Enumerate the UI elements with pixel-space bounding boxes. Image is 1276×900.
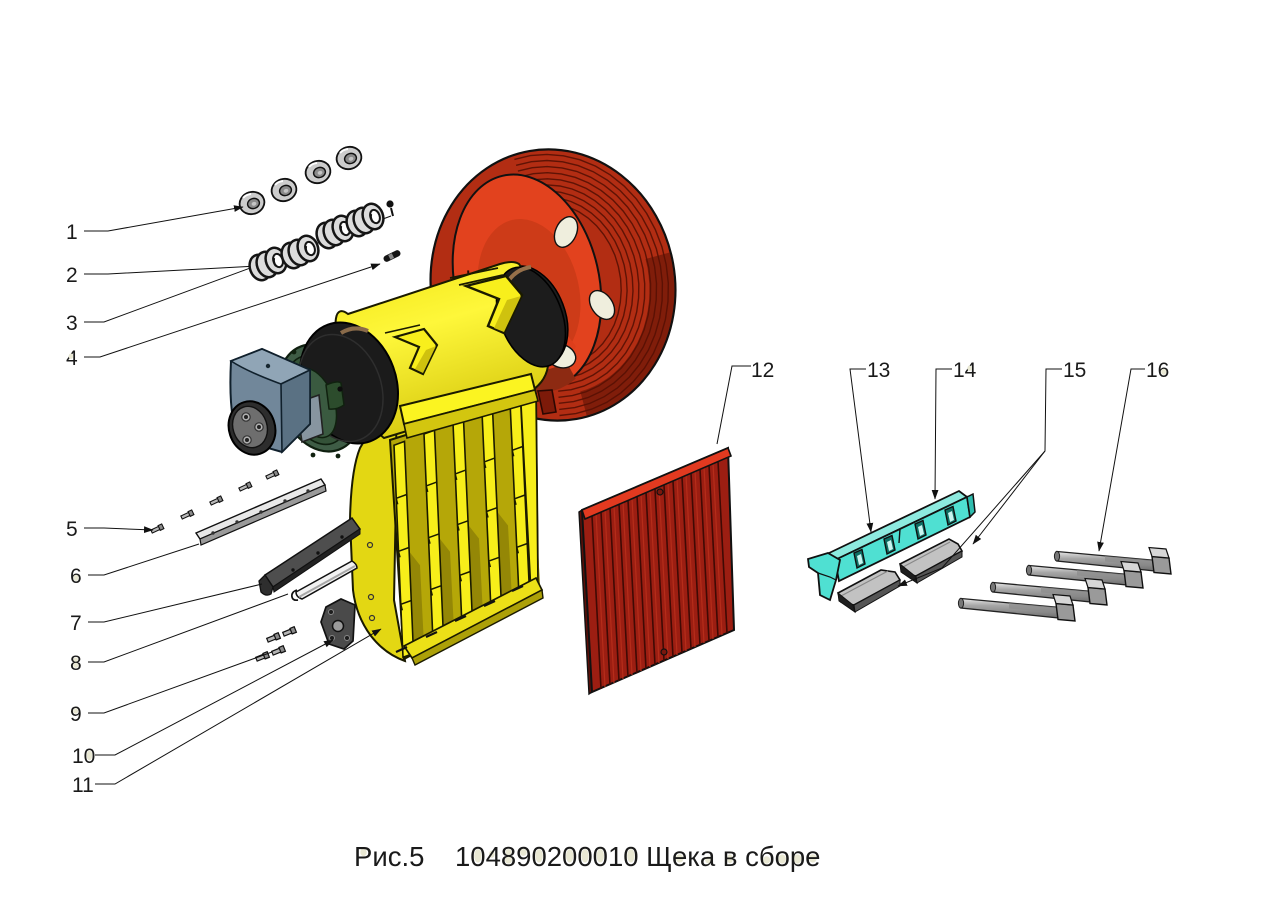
svg-text:Рис.5: Рис.5 (354, 841, 424, 872)
svg-text:1: 1 (66, 221, 78, 244)
svg-text:14: 14 (953, 359, 977, 382)
svg-text:9: 9 (70, 703, 82, 726)
svg-text:13: 13 (867, 359, 890, 382)
svg-text:5: 5 (66, 518, 78, 541)
svg-text:16: 16 (1146, 359, 1169, 382)
svg-text:15: 15 (1063, 359, 1086, 382)
svg-text:11: 11 (72, 774, 94, 797)
svg-text:104890200010 Щека в сборе: 104890200010 Щека в сборе (455, 841, 820, 872)
svg-text:7: 7 (70, 612, 82, 635)
svg-text:2: 2 (66, 264, 78, 287)
svg-text:3: 3 (66, 312, 78, 335)
svg-text:12: 12 (751, 359, 774, 382)
